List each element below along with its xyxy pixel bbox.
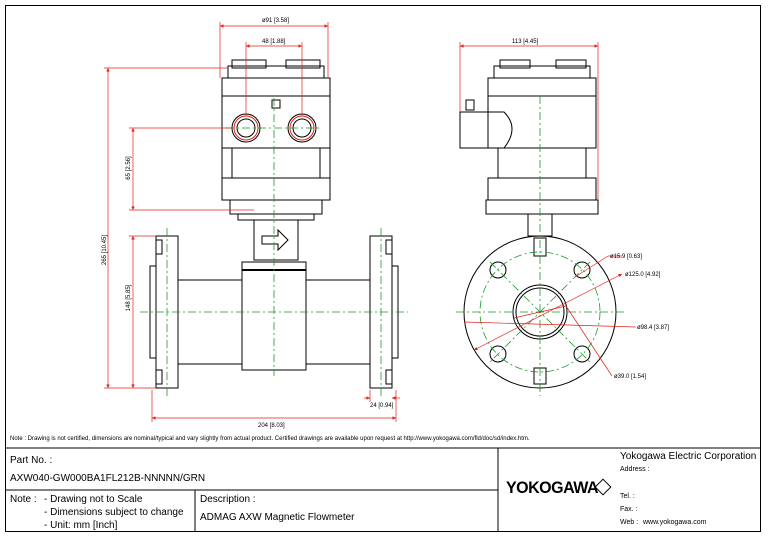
housing-neck	[231, 147, 321, 179]
housing-lid-left	[231, 59, 267, 69]
dim-65: 65 [2.56]	[126, 156, 132, 180]
drawing-note: Note : Drawing is not certified, dimensi…	[10, 436, 530, 442]
dim-phi125: ø125.0 [4.92]	[625, 272, 661, 278]
dim-phi39: ø39.0 [1.54]	[614, 374, 646, 380]
dim-phi15: ø15.9 [0.63]	[610, 254, 642, 260]
dim-113: 113 [4.45]	[512, 39, 539, 45]
part-no-value: AXW040-GW000BA1FL212B-NNNNN/GRN	[10, 473, 206, 484]
description-value: ADMAG AXW Magnetic Flowmeter	[200, 512, 355, 523]
description-label: Description :	[200, 494, 256, 505]
pipe-left	[177, 279, 243, 365]
front-centerlines	[140, 98, 408, 396]
dim-48: 48 [1.88]	[262, 39, 286, 45]
note-label: Note :	[10, 494, 37, 505]
note-item: - Drawing not to Scale	[44, 494, 143, 505]
dim-phi98: ø98.4 [3.87]	[637, 325, 669, 331]
pipe-right	[305, 279, 371, 365]
mount-plate	[229, 199, 323, 215]
note-item: - Dimensions subject to change	[44, 507, 184, 518]
title-block-grid	[5, 447, 761, 532]
side-mount-plate	[485, 199, 599, 215]
yokogawa-logo: YOKOGAWA	[506, 479, 599, 498]
tel-label: Tel. :	[620, 493, 635, 500]
housing-lid-right	[285, 59, 321, 69]
housing-base	[221, 177, 331, 201]
web-link[interactable]: www.yokogawa.com	[643, 519, 707, 526]
dim-24: 24 [0.94]	[370, 403, 394, 409]
stem	[253, 219, 299, 261]
side-cable-gland	[459, 111, 513, 149]
side-view	[459, 59, 617, 389]
side-dimensions	[459, 42, 637, 377]
fax-label: Fax. :	[620, 506, 638, 513]
dim-phi91: ø91 [3.58]	[262, 18, 289, 24]
side-housing	[487, 77, 597, 149]
web-label: Web :	[620, 519, 639, 526]
note-item: - Unit: mm [Inch]	[44, 520, 118, 531]
drawing-frame	[5, 5, 761, 532]
address-label: Address :	[620, 466, 650, 473]
side-centerlines	[456, 96, 624, 396]
company-name: Yokogawa Electric Corporation	[620, 451, 757, 462]
dim-265: 265 [10.45]	[102, 235, 108, 265]
front-dimensions	[104, 22, 400, 422]
flow-arrow	[261, 228, 289, 252]
dim-204: 204 [8.03]	[258, 423, 285, 429]
dim-148: 148 [5.85]	[126, 284, 132, 311]
part-no-label: Part No. :	[10, 455, 53, 466]
